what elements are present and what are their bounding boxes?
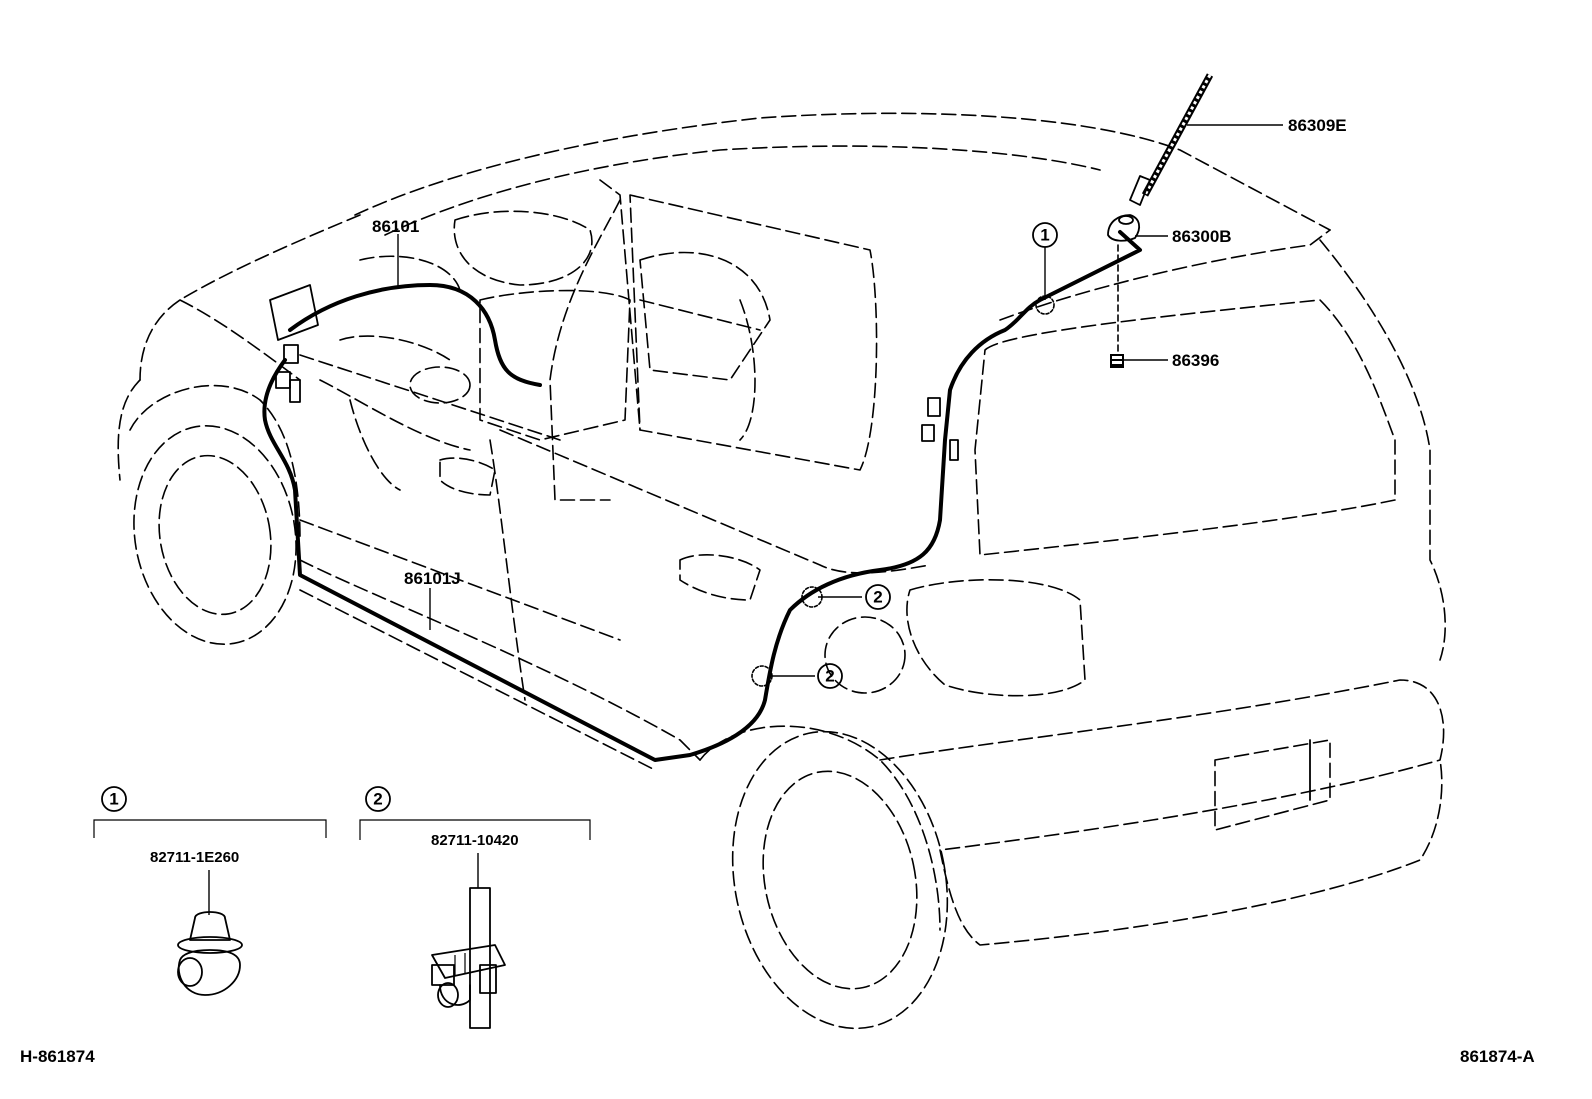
detail-2-part-number: 82711-10420 <box>431 832 519 849</box>
front-cable <box>288 283 542 387</box>
part-label-antenna-rod: 86309E <box>1288 116 1347 135</box>
detail-1: 1 82711-1E260 <box>93 786 327 996</box>
detail-2: 2 82711-10420 <box>359 786 591 1029</box>
leader-lines <box>397 124 1283 687</box>
car-body-outline <box>117 112 1446 1030</box>
antenna-base <box>1107 214 1141 356</box>
drawing-code-right: 861874-A <box>1460 1047 1535 1066</box>
antenna-rod <box>1129 73 1214 206</box>
callout-2-lower: 2 <box>817 663 843 689</box>
main-cable <box>262 230 1142 762</box>
part-label-front-cable: 86101 <box>372 217 419 236</box>
drawing-code-left: H-861874 <box>20 1047 95 1066</box>
callout-2-upper-number: 2 <box>873 588 882 607</box>
detail-1-marker: 1 <box>109 790 118 809</box>
antenna-pad <box>1110 354 1124 368</box>
part-label-antenna-pad: 86396 <box>1172 351 1219 370</box>
callout-2-upper: 2 <box>865 584 891 610</box>
callout-2-lower-number: 2 <box>825 667 834 686</box>
cable-clip-drawing <box>431 887 506 1029</box>
part-label-antenna-base: 86300B <box>1172 227 1232 246</box>
callout-1: 1 <box>1032 222 1058 248</box>
antenna-cable-assembly <box>262 230 1142 762</box>
callout-1-number: 1 <box>1040 226 1049 245</box>
detail-1-part-number: 82711-1E260 <box>150 849 239 866</box>
clamp-clip-drawing <box>177 911 243 996</box>
side-mirror <box>269 284 319 341</box>
detail-2-marker: 2 <box>373 790 382 809</box>
part-label-main-cable: 86101J <box>404 569 461 588</box>
